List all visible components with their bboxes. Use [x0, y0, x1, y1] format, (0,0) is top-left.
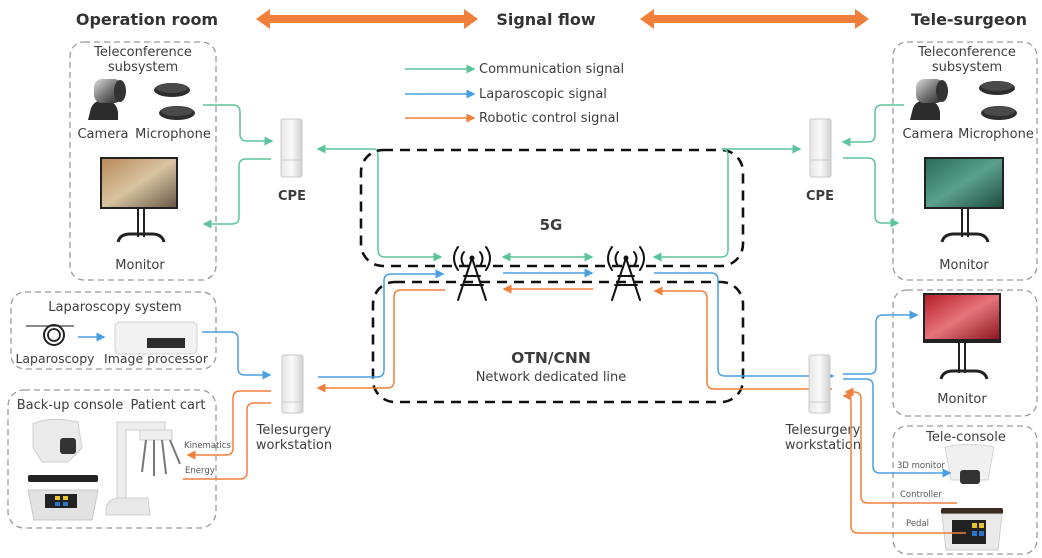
image-processor-icon — [114, 321, 198, 355]
telesurgery-workstation-left — [281, 354, 304, 414]
legend-label-robotic: Robotic control signal — [479, 111, 619, 126]
pedal-label: Pedal — [906, 519, 929, 529]
monitor-3d-label: 3D monitor — [897, 461, 945, 471]
microphone-icon — [154, 83, 195, 120]
cell-tower-icon-right — [607, 246, 645, 301]
group-teleconference-left — [69, 41, 217, 281]
patient-cart-icon — [105, 421, 181, 516]
signal-line-comm-cpe-right-to-tower — [652, 148, 729, 262]
tele-console-icon — [941, 444, 1003, 551]
backup-console-icon — [27, 418, 99, 521]
microphone-label-left: Microphone — [135, 127, 211, 142]
group-laparoscopy-system — [10, 291, 217, 370]
microphone-label-right: Microphone — [958, 127, 1034, 142]
signal-line-lap-ws-to-monitor-right — [843, 310, 919, 375]
signal-line-robotic-tower-to-ws-left — [316, 289, 445, 393]
legend-label-communication: Communication signal — [479, 62, 624, 77]
legend-label-laparoscopic: Laparoscopic signal — [479, 87, 607, 102]
teleconference-title-right-2: subsystem — [932, 60, 1002, 75]
camera-icon-right — [910, 79, 948, 120]
laparoscopy-system-title: Laparoscopy system — [48, 300, 181, 315]
network-5g-label: 5G — [540, 216, 563, 234]
workstation-label-left-1: Telesurgery — [256, 423, 332, 438]
telesurgery-workstation-right — [808, 354, 831, 414]
signal-line-robotic-ws-to-tower-right — [653, 286, 832, 390]
signal-line-lap-processor-to-ws — [202, 331, 272, 380]
laparoscope-icon — [26, 324, 74, 346]
monitor-label-left-teleconf: Monitor — [115, 258, 165, 273]
workstation-label-left-2: workstation — [256, 438, 332, 453]
energy-label: Energy — [185, 466, 215, 476]
surgical-monitor-icon — [923, 293, 1001, 380]
cpe-device-right — [809, 118, 832, 178]
group-teleconference-right — [892, 41, 1038, 281]
group-robot-left — [7, 389, 217, 529]
teleconference-title-right-1: Teleconference — [917, 45, 1016, 60]
teleconference-title-left-1: Teleconference — [93, 45, 192, 60]
header-operation-room: Operation room — [76, 10, 218, 29]
camera-label-left: Camera — [77, 127, 128, 142]
signal-line-robotic-energy — [183, 402, 271, 480]
monitor-icon-right-teleconf — [924, 157, 1004, 243]
monitor-label-right-surgical: Monitor — [937, 392, 987, 407]
workstation-label-right-2: workstation — [785, 438, 861, 453]
camera-icon — [88, 79, 126, 120]
cpe-device-left — [280, 118, 303, 178]
network-otn-boundary — [371, 280, 745, 404]
bidirectional-arrow-left — [256, 9, 478, 29]
tele-console-title: Tele-console — [925, 430, 1006, 445]
signal-line-lap-tower-to-ws-right — [654, 272, 835, 381]
header-tele-surgeon: Tele-surgeon — [911, 10, 1027, 29]
bidirectional-arrow-right — [640, 9, 869, 29]
signal-line-comm-mic-to-cpe — [203, 104, 274, 146]
signal-line-comm-cpe-to-tower-left — [373, 148, 443, 262]
patient-cart-label: Patient cart — [131, 398, 206, 413]
cpe-label-left: CPE — [278, 189, 306, 204]
laparoscopy-label: Laparoscopy — [15, 351, 95, 366]
camera-label-right: Camera — [902, 127, 953, 142]
cpe-label-right: CPE — [806, 189, 834, 204]
controller-label: Controller — [900, 490, 942, 500]
teleconference-title-left-2: subsystem — [108, 60, 178, 75]
signal-line-comm-cpe-to-monitor-right — [843, 157, 900, 228]
backup-console-label: Back-up console — [17, 398, 124, 413]
monitor-label-right-teleconf: Monitor — [939, 258, 989, 273]
workstation-label-right-1: Telesurgery — [785, 423, 861, 438]
network-otn-title: OTN/CNN — [511, 349, 591, 367]
microphone-icon-right — [979, 81, 1017, 120]
monitor-icon — [100, 157, 178, 243]
signal-line-lap-ws-to-tower-left — [318, 269, 445, 378]
kinematics-label: Kinematics — [184, 441, 231, 451]
signal-line-comm-camera-to-cpe-right — [841, 104, 904, 147]
image-processor-label: Image processor — [104, 351, 209, 366]
signal-line-robotic-ws-to-kinematics — [186, 390, 271, 460]
header-signal-flow: Signal flow — [496, 10, 596, 29]
signal-line-robotic-controller-to-ws — [844, 387, 957, 504]
signal-line-comm-cpe-to-monitor — [202, 158, 271, 229]
network-5g-boundary — [359, 148, 745, 268]
network-otn-subtitle: Network dedicated line — [476, 370, 627, 385]
legend: Communication signal Laparoscopic signal… — [405, 62, 624, 126]
cell-tower-icon-left — [453, 246, 491, 301]
group-monitor-right — [892, 289, 1038, 417]
signal-line-lap-ws-to-3d-monitor — [843, 378, 952, 478]
signal-line-robotic-pedal-to-ws — [842, 391, 966, 534]
